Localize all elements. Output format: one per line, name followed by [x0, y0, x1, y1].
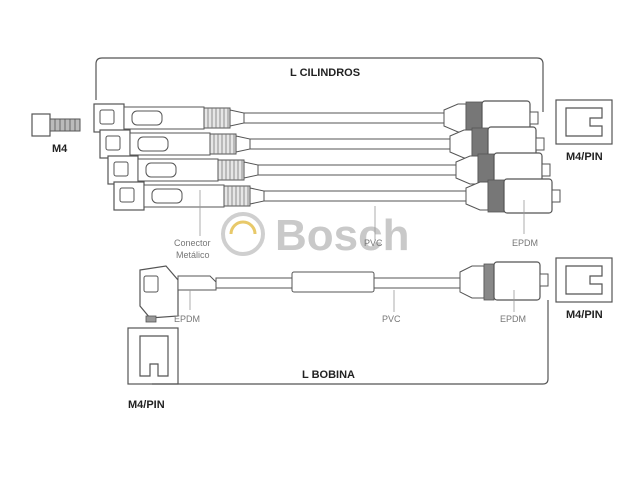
- l-cilindros-bracket: [95, 57, 544, 112]
- m4pin-mid-label: M4/PIN: [566, 309, 603, 321]
- m4pin-mid-terminal: [555, 257, 613, 303]
- m4pin-top-label: M4/PIN: [566, 151, 603, 163]
- cylinder-3-wire: [257, 164, 457, 176]
- cylinder-4-wire: [263, 190, 467, 202]
- m4pin-bottom-label: M4/PIN: [128, 399, 165, 411]
- cylinder-1-wire: [243, 112, 445, 124]
- l-bobina-bracket: [152, 300, 549, 385]
- cylinder-1-spark-boot: [443, 103, 467, 133]
- material-pointers-top: [199, 190, 525, 240]
- epdm-bobina-left-label: EPDM: [174, 314, 200, 324]
- conector-label-line1: Conector: [174, 238, 211, 248]
- cylinder-4-terminal: [551, 189, 561, 203]
- cylinder-2-spark-boot: [449, 129, 473, 159]
- watermark-brand: Bosch: [275, 211, 409, 260]
- epdm-bobina-right-label: EPDM: [500, 314, 526, 324]
- coil-cable: [139, 261, 549, 323]
- bosch-watermark: Bosch: [221, 211, 409, 260]
- m4-label: M4: [52, 143, 68, 155]
- cylinder-cables: [93, 100, 561, 214]
- cylinder-2-terminal: [535, 137, 545, 151]
- pvc-top-label: PVC: [364, 238, 383, 248]
- cylinder-1-terminal: [529, 111, 539, 125]
- m4pin-top-terminal: [555, 99, 613, 145]
- cylinder-3-spark-boot: [455, 155, 479, 185]
- epdm-top-label: EPDM: [512, 238, 538, 248]
- pvc-bobina-label: PVC: [382, 314, 401, 324]
- m4pin-bottom-terminal: [127, 327, 179, 385]
- l-cilindros-label: L CILINDROS: [290, 67, 360, 79]
- cylinder-2-wire: [249, 138, 451, 150]
- cylinder-3-terminal: [541, 163, 551, 177]
- l-bobina-label: L BOBINA: [302, 369, 355, 381]
- cylinder-4-spark-boot: [465, 181, 489, 211]
- material-pointers-bottom: [189, 290, 515, 312]
- bosch-logo-arc: [229, 220, 257, 235]
- m4-terminal: [31, 113, 81, 137]
- bosch-logo-icon: [221, 212, 265, 256]
- conector-label-line2: Metálico: [176, 250, 210, 260]
